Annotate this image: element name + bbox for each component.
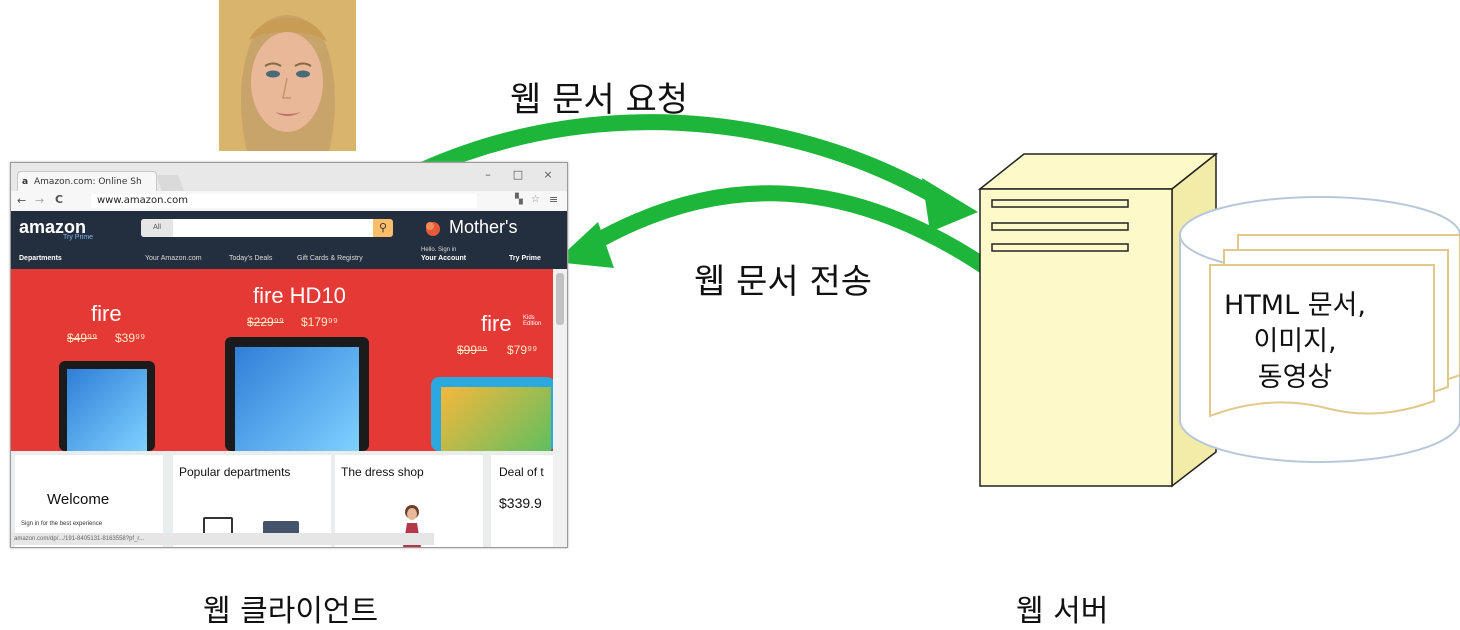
nav-todays-deals[interactable]: Today's Deals [229, 255, 273, 262]
minimize-icon[interactable]: – [485, 168, 491, 181]
favicon-icon: a [22, 177, 29, 187]
deal-title: Deal of t [499, 465, 544, 479]
promo-text[interactable]: Mother's [449, 217, 518, 237]
dress-shop-title: The dress shop [341, 465, 424, 479]
back-icon[interactable]: ← [17, 194, 27, 207]
hero-right-new-price: $79⁹⁹ [507, 343, 538, 357]
amazon-prime-link[interactable]: Try Prime [63, 234, 94, 241]
welcome-title: Welcome [47, 491, 110, 508]
content-cards: Welcome Sign in for the best experience … [11, 451, 553, 547]
browser-window: a Amazon.com: Online Sh – □ × ← → C www.… [10, 162, 568, 548]
nav-gift-cards[interactable]: Gift Cards & Registry [297, 255, 363, 262]
amazon-logo[interactable]: amazon [19, 217, 87, 237]
browser-tab[interactable]: a Amazon.com: Online Sh [17, 171, 157, 191]
hero-left-old-price: $49⁹⁹ [67, 331, 98, 345]
scroll-thumb[interactable] [556, 273, 564, 325]
promo-flower-icon [423, 219, 443, 237]
response-label: 웹 문서 전송 [694, 262, 873, 302]
storage-line-2: 이미지, [1253, 326, 1337, 357]
reload-icon[interactable]: C [55, 193, 64, 206]
star-icon[interactable]: ☆ [531, 194, 540, 205]
maximize-icon[interactable]: □ [512, 168, 524, 181]
hero-mid-new-price: $179⁹⁹ [301, 315, 338, 329]
address-bar: ← → C www.amazon.com ▚ ☆ ≡ [11, 191, 567, 212]
browser-titlebar: a Amazon.com: Online Sh – □ × [11, 163, 567, 191]
hero-banner[interactable]: fire $49⁹⁹ $39⁹⁹ fire HD10 $229⁹⁹ $179⁹⁹… [11, 269, 555, 451]
hero-mid-old-price: $229⁹⁹ [247, 315, 284, 329]
client-label: 웹 클라이언트 [203, 594, 379, 629]
forward-icon[interactable]: → [35, 194, 45, 207]
request-label: 웹 문서 요청 [510, 80, 689, 120]
amazon-header: amazon Try Prime All ⚲ Mother's Departme… [11, 211, 567, 269]
hero-right-title: fire [481, 311, 512, 336]
hero-left-title: fire [91, 301, 122, 326]
dress-shop-card[interactable]: The dress shop [335, 455, 483, 547]
nav-departments[interactable]: Departments [19, 255, 62, 262]
tablet-mid-image [225, 337, 369, 451]
close-icon[interactable]: × [543, 168, 553, 181]
amazon-search: All ⚲ [141, 219, 393, 237]
hero-right-subtitle: Kids Edition [523, 315, 542, 327]
hero-right-old-price: $99⁹⁹ [457, 343, 488, 357]
nav-your-amazon[interactable]: Your Amazon.com [145, 255, 202, 262]
status-bar: amazon.com/dp/.../191-8405131-8163558?pf… [11, 533, 434, 545]
storage-line-3: 동영상 [1257, 362, 1333, 393]
request-arrowhead [922, 178, 978, 232]
response-arrow [586, 185, 995, 277]
welcome-subtitle: Sign in for the best experience [21, 521, 103, 527]
popular-departments-title: Popular departments [179, 465, 291, 479]
welcome-card[interactable]: Welcome Sign in for the best experience [15, 455, 163, 547]
response-arrowhead [555, 222, 614, 268]
nav-try-prime[interactable]: Try Prime [509, 255, 541, 262]
search-category-select[interactable]: All [141, 219, 173, 237]
tab-title: Amazon.com: Online Sh [34, 177, 142, 187]
url-input[interactable]: www.amazon.com [91, 194, 477, 208]
hero-mid-title: fire HD10 [253, 283, 346, 308]
document-storage [1176, 195, 1460, 465]
hero-left-new-price: $39⁹⁹ [115, 331, 146, 345]
new-tab-button[interactable] [156, 175, 184, 191]
deal-card[interactable]: Deal of t $339.9 [491, 455, 553, 547]
nav-account[interactable]: Your Account [421, 255, 467, 262]
search-icon[interactable]: ⚲ [373, 219, 393, 237]
server-label: 웹 서버 [1016, 594, 1109, 629]
tablet-right-image [431, 377, 555, 451]
deal-price: $339.9 [499, 495, 542, 511]
extension-icon[interactable]: ▚ [515, 194, 523, 205]
storage-line-1: HTML 문서, [1224, 290, 1366, 321]
document-storage-text: HTML 문서, 이미지, 동영상 [1200, 288, 1390, 396]
menu-icon[interactable]: ≡ [549, 193, 559, 206]
page-scrollbar[interactable] [553, 269, 567, 547]
tablet-left-image [59, 361, 155, 451]
nav-hello: Hello. Sign in [421, 247, 457, 253]
user-avatar [219, 0, 356, 151]
